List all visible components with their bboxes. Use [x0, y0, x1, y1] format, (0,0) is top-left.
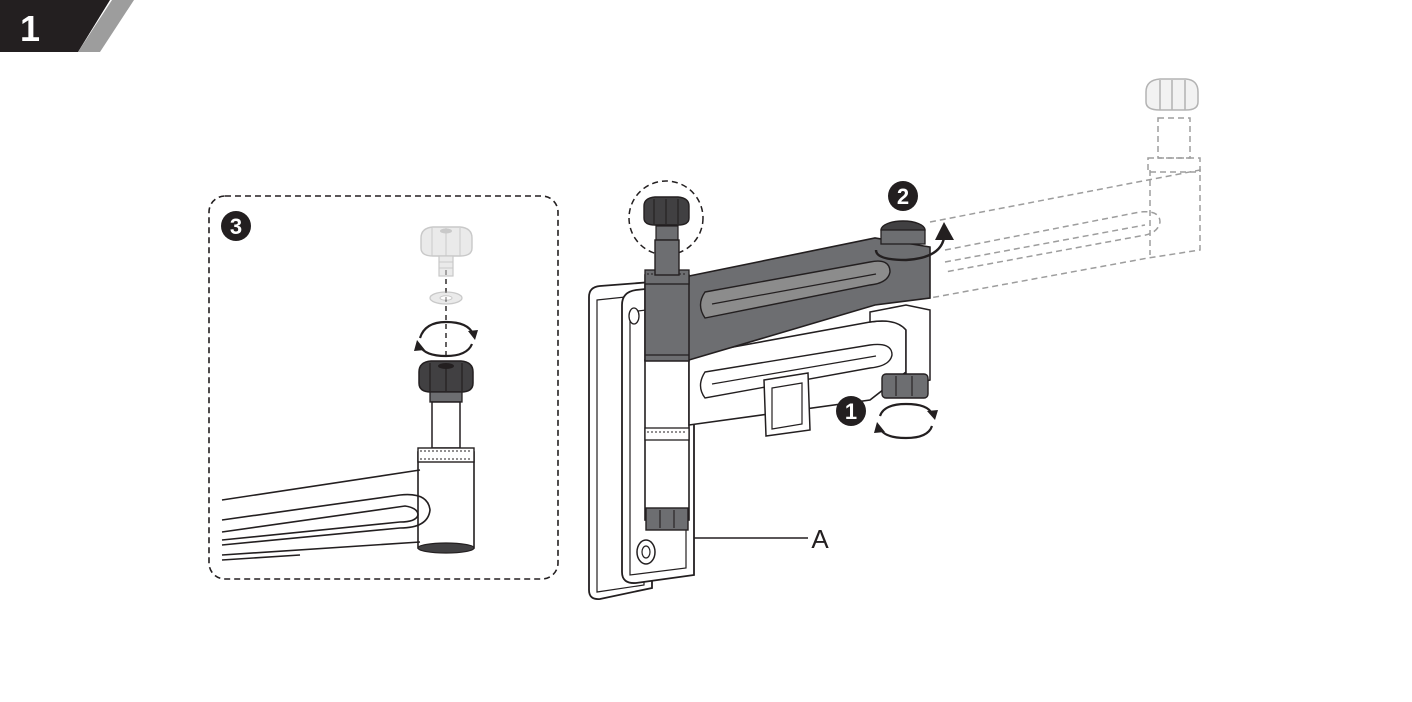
callout-1-label: 1 — [845, 399, 857, 424]
inset-knob — [418, 360, 474, 403]
part-a-callout: A — [694, 524, 829, 554]
vertical-post — [644, 359, 690, 531]
callout-1: 1 — [836, 396, 866, 426]
rotate-arrows-icon — [874, 402, 938, 440]
main-assembly: 2 1 A — [588, 78, 1201, 600]
callout-2-label: 2 — [897, 184, 909, 209]
callout-3: 3 — [221, 211, 251, 241]
step-number: 1 — [20, 8, 40, 49]
rotate-arrows-icon — [414, 320, 478, 358]
ghost-knob — [420, 226, 473, 277]
upper-arm — [644, 220, 931, 362]
ghost-arm — [929, 78, 1201, 299]
lower-arm-knob — [881, 373, 929, 399]
top-knob — [628, 180, 704, 276]
top-knob-highlight — [628, 180, 704, 256]
callout-3-label: 3 — [230, 214, 242, 239]
step-header: 1 — [0, 0, 134, 52]
inset-post — [417, 401, 475, 554]
inset-detail-panel: 3 — [208, 195, 559, 580]
bracket-hole-top — [628, 307, 640, 325]
ghost-washer — [429, 291, 463, 305]
inset-dashed-frame — [208, 195, 559, 580]
step-badge — [0, 0, 110, 52]
inset-arm — [221, 469, 431, 561]
step-badge-stripe — [78, 0, 134, 52]
part-a-label: A — [811, 524, 829, 554]
curved-arrow-up-icon — [874, 222, 954, 262]
callout-2: 2 — [888, 181, 918, 211]
